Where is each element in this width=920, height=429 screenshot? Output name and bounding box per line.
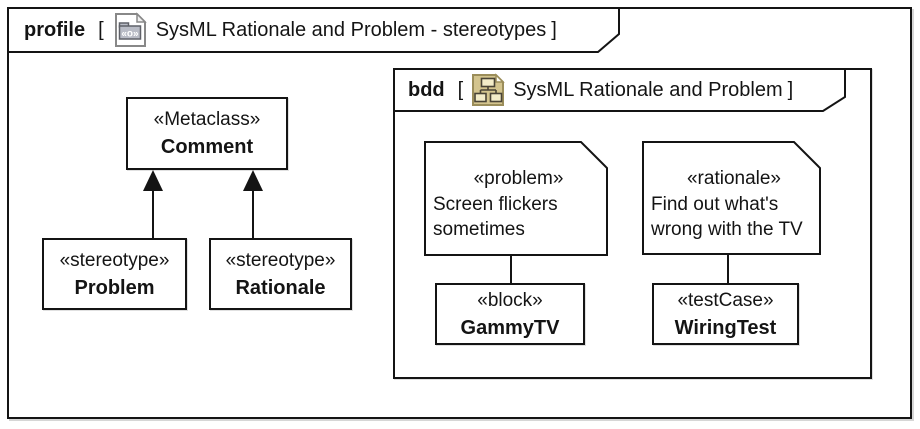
rationale-stereotype-label: «stereotype» xyxy=(225,249,336,271)
rationale-name-label: Rationale xyxy=(235,276,326,299)
profile-frame-close-bracket: ] xyxy=(551,18,557,41)
generalization-arrow-problem-to-comment xyxy=(143,170,163,240)
metaclass-name-label: Comment xyxy=(160,136,254,158)
profile-frame-header: profile [ «o» SysML Rationale and Proble… xyxy=(7,7,621,53)
bdd-block-hierarchy-icon xyxy=(471,73,506,107)
rationale-note-body-line2: wrong with the TV xyxy=(651,219,803,240)
svg-text:«o»: «o» xyxy=(121,29,139,40)
problem-note-body-line2: sometimes xyxy=(433,219,525,240)
profile-diagram-file-icon: «o» xyxy=(112,12,148,48)
problem-name-label: Problem xyxy=(74,276,155,299)
bdd-frame-keyword: bdd xyxy=(408,78,445,101)
wiringtest-stereotype-label: «testCase» xyxy=(677,289,774,311)
problem-stereotype-node: «stereotype» Problem xyxy=(42,238,187,310)
rationale-stereotype-node: «stereotype» Rationale xyxy=(209,238,352,310)
gammytv-block-node: «block» GammyTV xyxy=(435,283,585,345)
metaclass-comment-node: «Metaclass» Comment xyxy=(126,97,288,170)
wiringtest-testcase-node: «testCase» WiringTest xyxy=(652,283,799,345)
rationale-note-body-line1: Find out what's xyxy=(651,194,779,215)
metaclass-stereotype-label: «Metaclass» xyxy=(153,109,261,130)
wiringtest-name-label: WiringTest xyxy=(674,316,777,339)
problem-note-body-line1: Screen flickers xyxy=(433,194,558,215)
gammytv-stereotype-label: «block» xyxy=(477,289,543,311)
problem-stereotype-label: «stereotype» xyxy=(59,249,170,271)
bdd-frame-title: SysML Rationale and Problem xyxy=(513,78,783,101)
gammytv-name-label: GammyTV xyxy=(460,316,560,339)
profile-frame-keyword: profile xyxy=(24,18,86,41)
profile-frame-open-bracket: [ xyxy=(98,18,104,41)
profile-frame-title: SysML Rationale and Problem - stereotype… xyxy=(155,18,547,41)
problem-note-stereotype: «problem» xyxy=(473,168,564,189)
rationale-note-shape xyxy=(642,141,821,255)
bdd-frame-header: bdd [ SysML Rationale and Problem ] xyxy=(393,68,847,112)
rationale-note: «rationale» Find out what's wrong with t… xyxy=(642,141,821,255)
rationale-note-stereotype: «rationale» xyxy=(686,168,782,189)
bdd-frame-close-bracket: ] xyxy=(787,78,794,101)
bdd-frame-open-bracket: [ xyxy=(457,78,464,101)
anchor-connector-problem-gammytv xyxy=(510,254,512,284)
problem-note: «problem» Screen flickers sometimes xyxy=(424,141,608,256)
problem-note-shape xyxy=(424,141,608,256)
generalization-arrow-rationale-to-comment xyxy=(243,170,263,240)
anchor-connector-rationale-wiringtest xyxy=(727,253,729,284)
